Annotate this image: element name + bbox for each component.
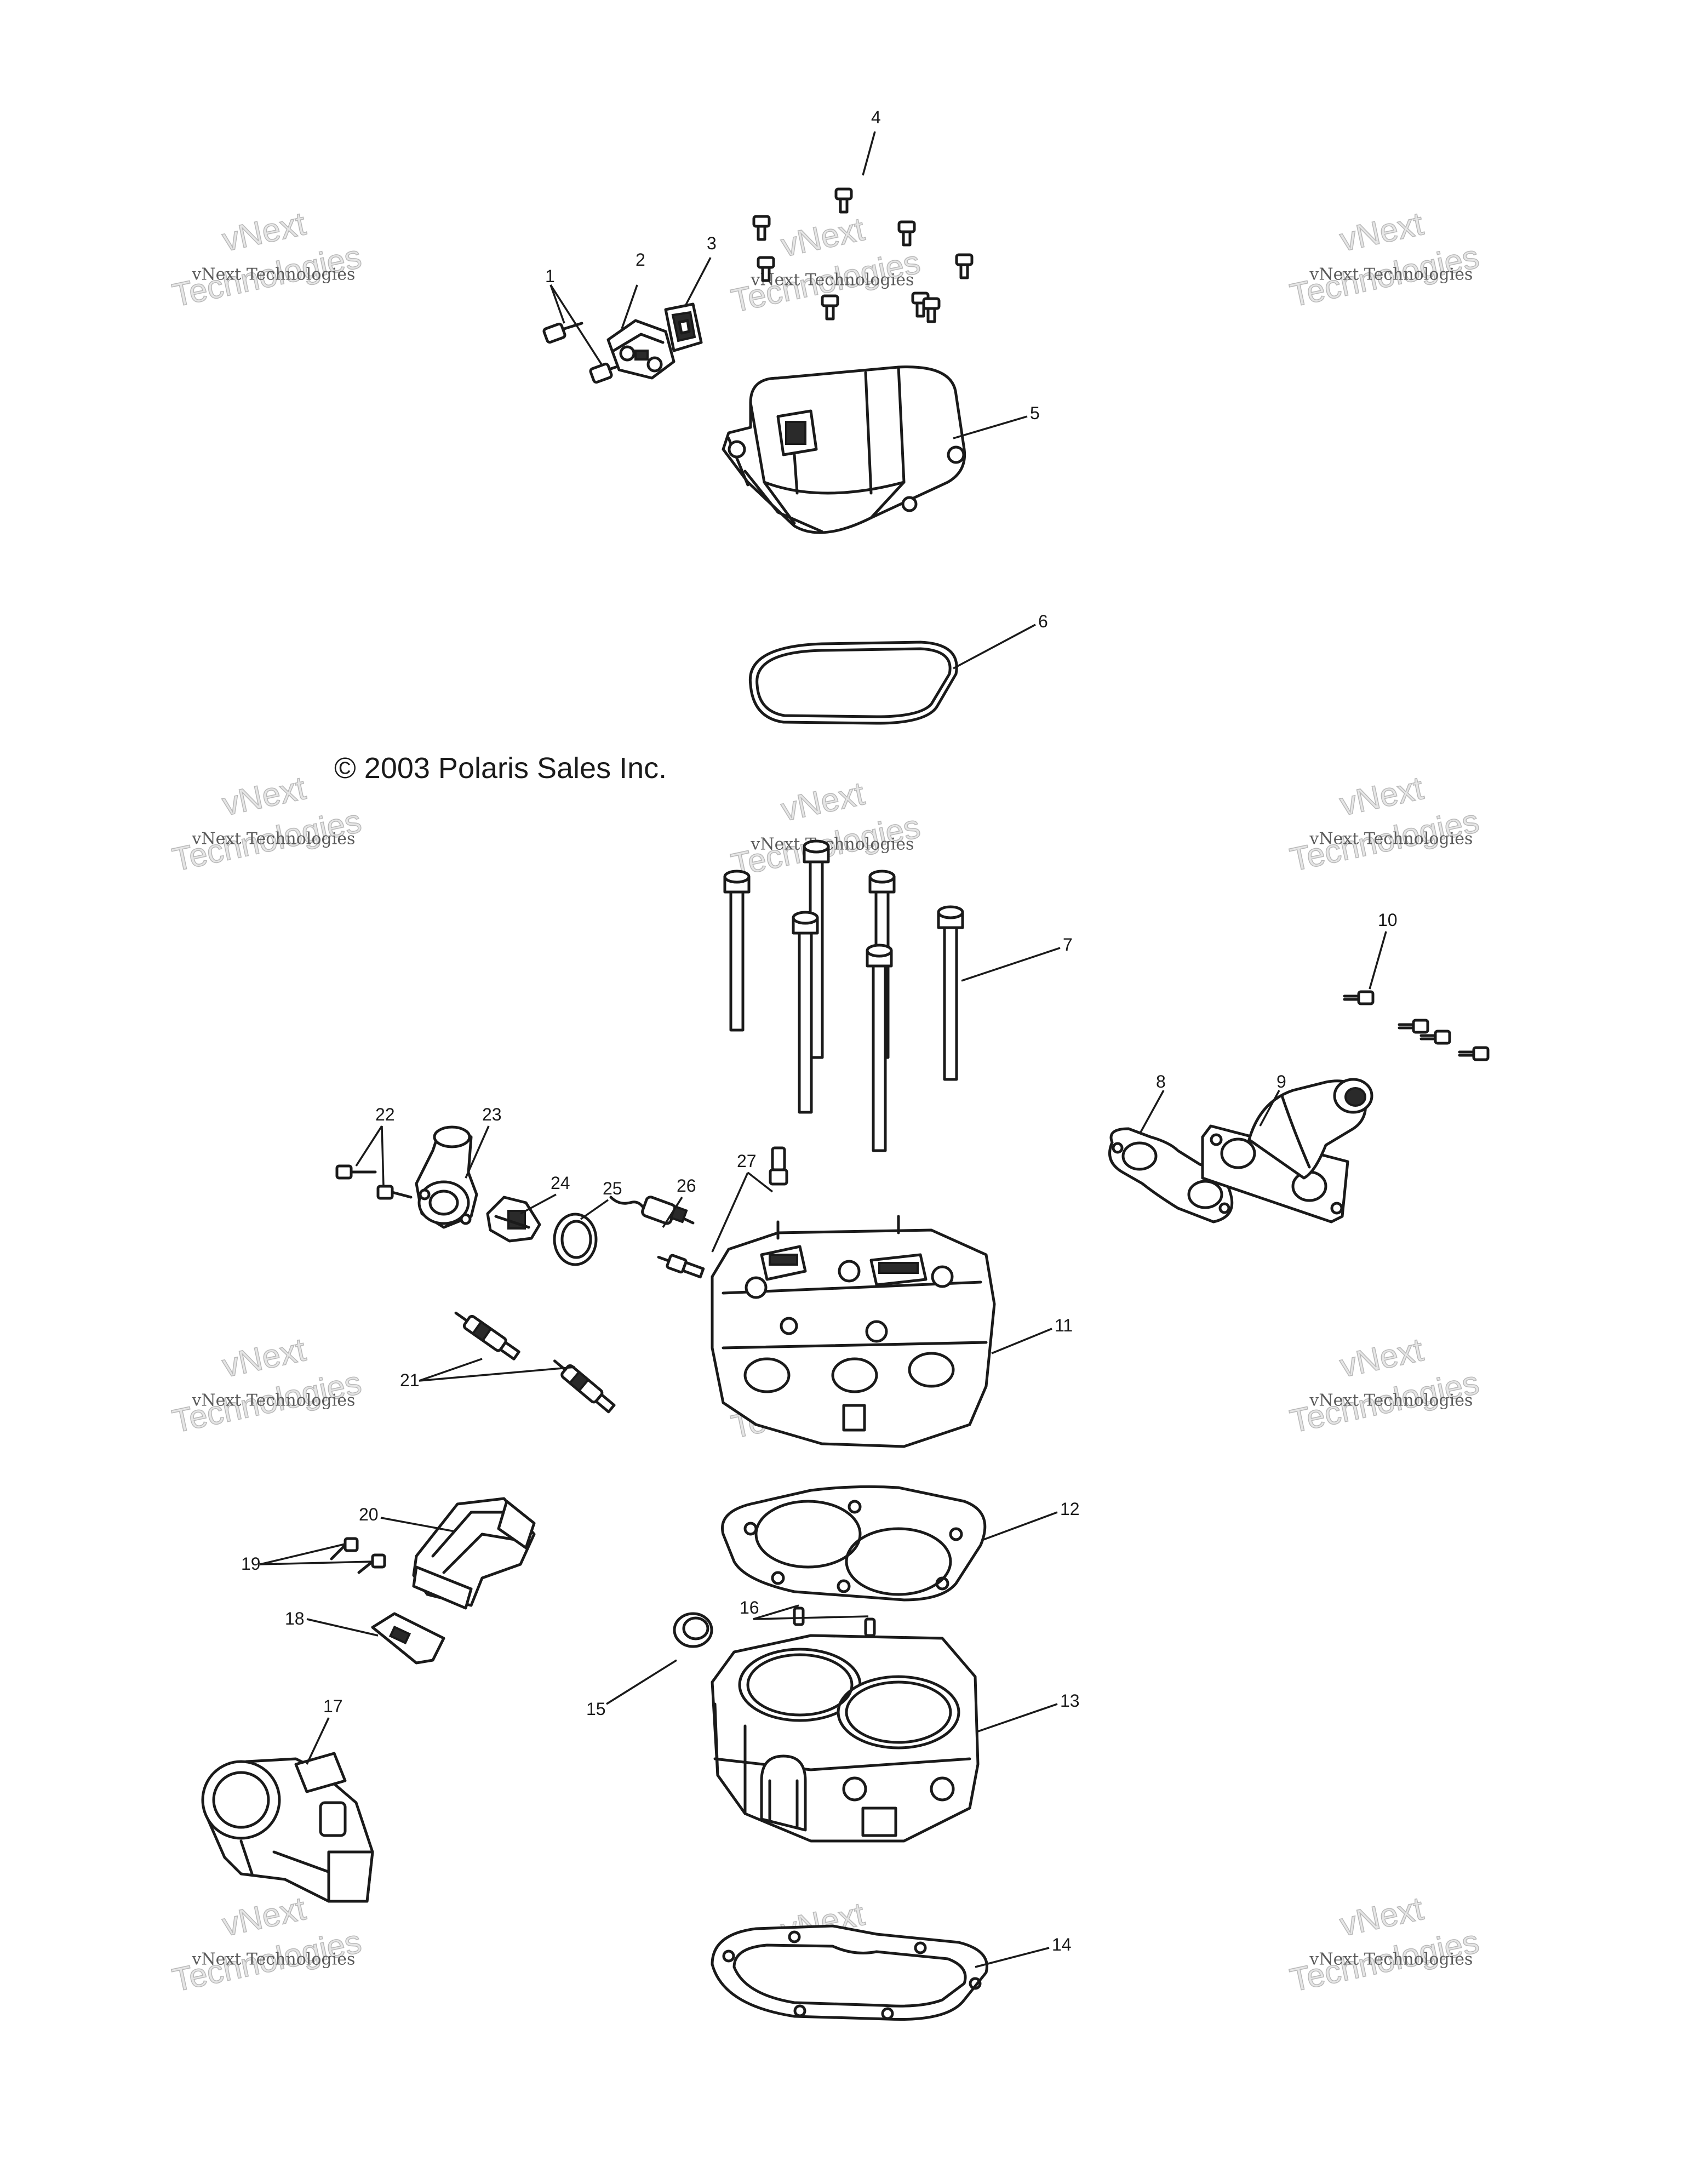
callout-18: 18 [285, 1609, 305, 1628]
svg-text:vNext: vNext [219, 769, 309, 822]
callout-labels: 1 2 3 4 5 6 7 8 9 10 11 12 13 14 15 16 1… [241, 107, 1398, 1954]
callout-17: 17 [323, 1696, 343, 1716]
callout-8: 8 [1156, 1072, 1166, 1091]
watermark-top-right: vNext Technologies vNext Technologies [1286, 204, 1482, 314]
part-20-intake-boot [412, 1497, 536, 1610]
callout-16: 16 [740, 1598, 759, 1617]
svg-text:vNext Technologies: vNext Technologies [750, 835, 914, 854]
head-bolt-7-4 [792, 911, 819, 1114]
svg-text:vNext Technologies: vNext Technologies [191, 1950, 355, 1969]
watermark-low-right: vNext Technologies vNext Technologies [1286, 1330, 1482, 1440]
leader-lines [260, 131, 1387, 1968]
svg-text:vNext: vNext [219, 1890, 309, 1943]
callout-5: 5 [1030, 403, 1040, 423]
bolt-4-4 [955, 253, 974, 279]
svg-text:vNext Technologies: vNext Technologies [1309, 830, 1473, 849]
bolt-4-2 [752, 215, 771, 241]
part-9-exhaust-manifold [1201, 1078, 1373, 1224]
svg-text:vNext Technologies: vNext Technologies [191, 265, 355, 284]
callout-2: 2 [636, 250, 645, 270]
svg-text:vNext Technologies: vNext Technologies [1309, 265, 1473, 284]
callout-25: 25 [603, 1179, 622, 1198]
part-3-gasket [664, 302, 703, 352]
part-8-exhaust-gasket [1108, 1127, 1234, 1224]
part-4-bolts [752, 187, 974, 323]
svg-text:vNext: vNext [1337, 769, 1427, 822]
svg-text:vNext: vNext [219, 205, 309, 258]
callout-11: 11 [1055, 1316, 1073, 1335]
svg-text:vNext Technologies: vNext Technologies [1309, 1950, 1473, 1969]
svg-text:vNext Technologies: vNext Technologies [750, 271, 914, 290]
watermark-low-left: vNext Technologies vNext Technologies [169, 1330, 365, 1440]
callout-4: 4 [871, 107, 881, 127]
callout-6: 6 [1038, 611, 1048, 631]
head-bolt-7-1 [723, 870, 751, 1032]
part-2-housing [606, 319, 676, 380]
part-11-cylinder-head [711, 1215, 996, 1448]
part-13-cylinder [711, 1634, 980, 1843]
callout-26: 26 [677, 1176, 696, 1196]
part-25-gasket-ring [553, 1213, 598, 1266]
bolt-4-5 [757, 256, 775, 282]
callout-3: 3 [707, 233, 717, 253]
part-5-valve-cover [722, 365, 966, 534]
callout-19: 19 [241, 1554, 261, 1574]
callout-15: 15 [586, 1699, 606, 1719]
callout-12: 12 [1060, 1499, 1080, 1519]
callout-24: 24 [551, 1173, 570, 1193]
svg-text:vNext: vNext [1337, 205, 1427, 258]
callout-13: 13 [1060, 1691, 1080, 1711]
copyright-text: © 2003 Polaris Sales Inc. [334, 752, 667, 785]
bolt-4-7 [821, 294, 839, 321]
svg-text:vNext: vNext [1337, 1890, 1427, 1943]
callout-21: 21 [400, 1370, 420, 1390]
part-27-fittings [657, 1146, 788, 1279]
watermark-top-left: vNext Technologies vNext Technologies [169, 204, 365, 314]
bolt-4-8 [922, 297, 941, 323]
part-24-thermostat [486, 1196, 541, 1243]
part-6-o-ring [748, 641, 958, 725]
callout-7: 7 [1063, 935, 1073, 954]
part-23-water-outlet [415, 1125, 478, 1229]
bolt-4-1 [834, 187, 853, 214]
svg-text:vNext: vNext [1337, 1331, 1427, 1384]
svg-text:vNext Technologies: vNext Technologies [1309, 1391, 1473, 1410]
callout-1: 1 [545, 266, 555, 286]
head-bolt-7-6 [866, 944, 893, 1152]
part-12-head-gasket [721, 1485, 987, 1602]
part-18-clamp [371, 1612, 445, 1665]
svg-text:vNext: vNext [778, 210, 868, 264]
part-16-dowel-pins [793, 1606, 876, 1637]
watermark-top-center: vNext Technologies vNext Technologies [728, 210, 924, 319]
part-15-plug [673, 1612, 713, 1648]
part-1-screws [542, 322, 629, 384]
part-17-throttle-body [201, 1752, 374, 1903]
callout-9: 9 [1276, 1072, 1286, 1091]
head-bolt-7-5 [937, 905, 964, 1081]
svg-text:vNext Technologies: vNext Technologies [191, 1391, 355, 1410]
bolt-4-3 [897, 220, 916, 247]
svg-text:vNext: vNext [778, 775, 868, 828]
part-7-head-bolts [723, 839, 964, 1152]
callout-20: 20 [359, 1505, 379, 1524]
head-bolt-7-2 [803, 839, 830, 1059]
part-14-base-gasket [711, 1924, 988, 2021]
callout-10: 10 [1378, 910, 1398, 930]
callout-22: 22 [375, 1105, 395, 1124]
part-19-screws [330, 1537, 386, 1574]
svg-text:vNext: vNext [219, 1331, 309, 1384]
svg-text:vNext Technologies: vNext Technologies [191, 830, 355, 849]
part-10-bolts [1343, 990, 1490, 1061]
callout-23: 23 [482, 1105, 502, 1124]
watermark-mid-right: vNext Technologies vNext Technologies [1286, 769, 1482, 878]
callout-14: 14 [1052, 1935, 1072, 1954]
callout-27: 27 [737, 1151, 757, 1171]
part-22-screws [335, 1164, 413, 1200]
part-26-temp-sensor [609, 1196, 695, 1225]
watermark-bottom-right: vNext Technologies vNext Technologies [1286, 1889, 1482, 1999]
